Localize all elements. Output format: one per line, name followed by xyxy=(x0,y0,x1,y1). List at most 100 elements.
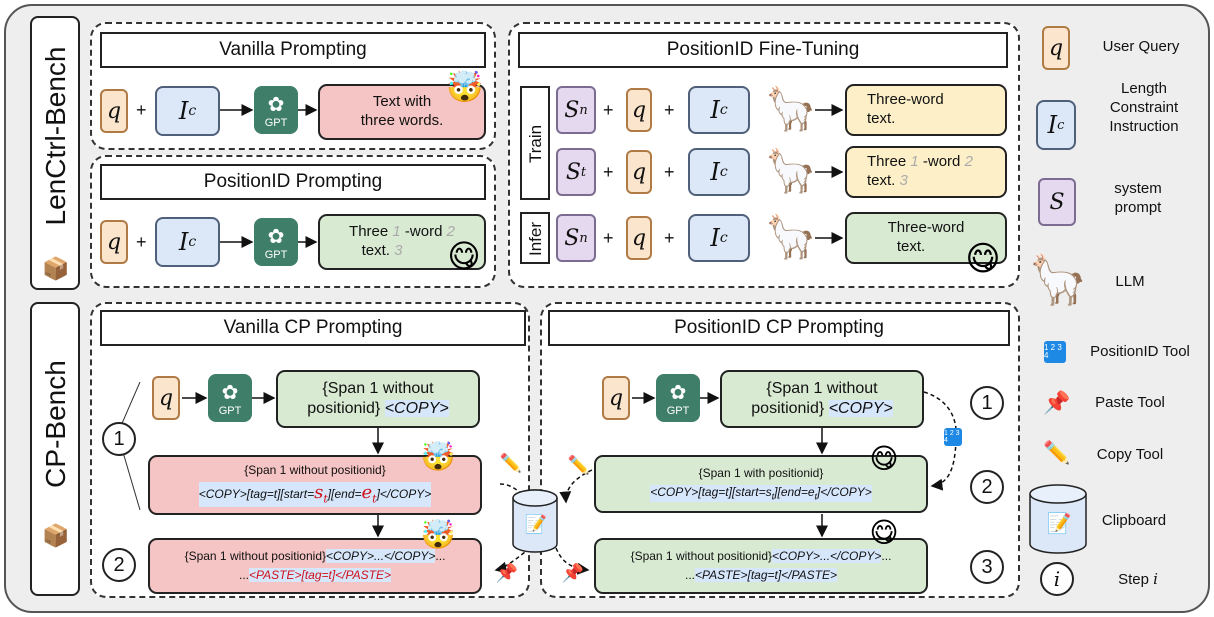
box-icon: 📦 xyxy=(42,523,70,549)
legend-step-circle: i xyxy=(1040,562,1074,596)
user-query-box: q xyxy=(626,150,652,194)
pencil-icon: ✏️ xyxy=(567,454,591,476)
document-icon: 📝 xyxy=(1046,511,1072,535)
output-text: Text with xyxy=(372,93,432,111)
legend-query-swatch: q xyxy=(1042,26,1070,70)
legend-llm: LLM xyxy=(1115,273,1145,290)
ft-output-box: Three-word text. xyxy=(845,84,1007,136)
user-query-box: q xyxy=(100,89,128,133)
span-text: {Span 1 without positionid} xyxy=(244,463,386,478)
pencil-icon: ✏️ xyxy=(499,452,523,474)
span-text: {Span 1 without positionid}<COPY>...</CO… xyxy=(630,549,892,563)
output-text: Three-word xyxy=(887,219,965,237)
legend-copy-tool: Copy Tool xyxy=(1096,446,1164,463)
span-text: {Span 1 with positionid} xyxy=(698,465,824,480)
plus-sign: + xyxy=(664,100,675,120)
positionid-cp-title: PositionID CP Prompting xyxy=(548,310,1010,346)
legend-positionid-tool: PositionID Tool xyxy=(1090,343,1190,360)
legend-pencil-icon: ✏️ xyxy=(1043,440,1071,466)
llama-icon: 🦙 xyxy=(764,146,818,195)
output-text: text. xyxy=(896,238,926,255)
vanilla-cp-copy-box: {Span 1 without positionid} <COPY>[tag=t… xyxy=(148,455,482,515)
output-line-2: text. 3 xyxy=(361,242,403,259)
exploding-head-emoji: 🤯 xyxy=(446,69,484,105)
plus-sign: + xyxy=(603,228,614,248)
vanilla-output-box: Text with three words. xyxy=(318,84,486,140)
span-text: {Span 1 without positionid}<COPY>...</CO… xyxy=(184,549,446,563)
legend-paste-tool: Paste Tool xyxy=(1095,394,1165,411)
yum-emoji: 😋 xyxy=(965,239,1001,279)
plus-sign: + xyxy=(664,228,675,248)
plus-sign: + xyxy=(136,232,147,252)
user-query-box: q xyxy=(626,88,652,132)
user-query-box: q xyxy=(152,376,180,420)
paste-tag-text: ...<PASTE>[tag=t]</PASTE> xyxy=(685,568,837,582)
span-text: positionid} <COPY> xyxy=(307,400,449,417)
gpt-icon: ✿GPT xyxy=(254,218,298,266)
legend-user-query: User Query xyxy=(1102,38,1180,55)
ft-positionid-output-box: Three 1 -word 2 text. 3 xyxy=(845,146,1007,198)
infer-output-box: Three-word text. xyxy=(845,212,1007,264)
gpt-icon: ✿GPT xyxy=(656,374,700,422)
yum-emoji: 😋 xyxy=(869,515,899,549)
copy-tag-text: <COPY>[tag=t][start=st][end=et]</COPY> xyxy=(198,482,432,507)
span-text: positionid} <COPY> xyxy=(751,400,893,417)
dashed-arrow xyxy=(555,547,590,575)
span-text: {Span 1 without xyxy=(322,380,434,397)
plus-sign: + xyxy=(603,100,614,120)
finetuning-title: PositionID Fine-Tuning xyxy=(518,32,1008,68)
llama-icon: 🦙 xyxy=(764,84,818,133)
plus-sign: + xyxy=(136,100,147,120)
output-text: three words. xyxy=(360,112,444,129)
exploding-head-emoji: 🤯 xyxy=(420,439,456,473)
step-3-circle: 3 xyxy=(970,550,1004,584)
user-query-box: q xyxy=(626,216,652,260)
output-text: text. xyxy=(867,110,896,127)
legend-system-prompt: system prompt xyxy=(1114,180,1162,216)
step-2-circle: 2 xyxy=(970,470,1004,504)
legend-clipboard: Clipboard xyxy=(1101,512,1167,529)
positionid-output-box: Three 1 -word 2 text. 3 xyxy=(318,214,486,270)
vanilla-cp-title: Vanilla CP Prompting xyxy=(100,310,526,346)
output-text: Three-word xyxy=(867,91,944,109)
positionid-prompting-title: PositionID Prompting xyxy=(100,164,486,200)
vanilla-cp-paste-box: {Span 1 without positionid}<COPY>...</CO… xyxy=(148,538,482,594)
legend-pushpin-icon: 📌 xyxy=(1043,390,1071,416)
yum-emoji: 😋 xyxy=(869,441,899,475)
gpt-icon: ✿GPT xyxy=(254,86,298,134)
span-text: {Span 1 without xyxy=(766,380,878,397)
llama-icon: 🦙 xyxy=(764,212,818,261)
exploding-head-emoji: 🤯 xyxy=(420,517,456,551)
user-query-box: q xyxy=(100,220,128,264)
train-label-box: Train xyxy=(520,86,550,200)
step-1-circle: 1 xyxy=(102,422,136,456)
paste-tag-text: ...<PASTE>[tag=t]</PASTE> xyxy=(239,568,391,582)
positionid-cp-span-box: {Span 1 without positionid} <COPY> xyxy=(720,370,924,428)
output-line-1: Three 1 -word 2 xyxy=(349,223,455,241)
vanilla-prompting-title: Vanilla Prompting xyxy=(100,32,486,68)
legend-llama-icon: 🦙 xyxy=(1028,251,1088,308)
legend-length-constraint: Length Constraint Instruction xyxy=(1109,80,1179,135)
step-2-circle: 2 xyxy=(102,548,136,582)
lenctrl-side-label: LenCtrl-Bench 📦 xyxy=(30,16,80,290)
output-line-2: text. 3 xyxy=(867,172,908,189)
yum-emoji: 😋 xyxy=(447,237,481,275)
box-icon: 📦 xyxy=(42,256,70,282)
legend-system-swatch: S xyxy=(1038,178,1076,226)
positionid-cp-copy-box: {Span 1 with positionid} <COPY>[tag=t][s… xyxy=(594,455,928,513)
plus-sign: + xyxy=(603,162,614,182)
pushpin-icon: 📌 xyxy=(495,562,519,584)
pushpin-icon: 📌 xyxy=(561,562,585,584)
document-icon: 📝 xyxy=(524,513,548,535)
